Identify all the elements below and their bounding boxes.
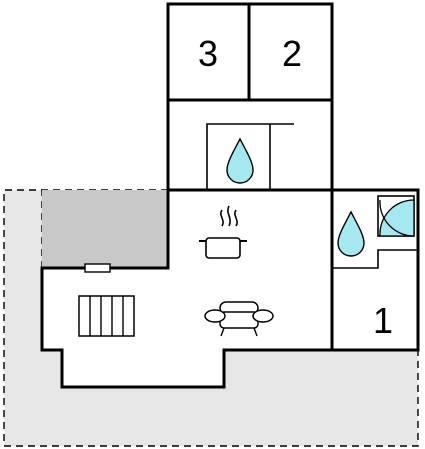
interior-main-fill <box>42 190 332 387</box>
wall-bathroom-partition <box>332 249 418 269</box>
sofa-seat <box>219 311 259 329</box>
sofa-leg <box>220 327 225 337</box>
sofa-icon <box>204 301 274 337</box>
water-drop-icon <box>337 210 365 257</box>
pot-body <box>205 237 241 259</box>
staircase-icon <box>78 295 135 337</box>
shower-quarter <box>379 199 415 237</box>
shower-arc <box>379 199 415 237</box>
radiator-icon <box>84 263 111 273</box>
sofa-arm-right <box>252 309 274 323</box>
terrace-lower-right <box>224 350 418 446</box>
steam-line <box>220 209 224 227</box>
sofa-arm-left <box>204 309 226 323</box>
room-label-3: 3 <box>198 33 218 74</box>
room-label-1: 1 <box>373 300 393 341</box>
room-label-2: 2 <box>282 33 302 74</box>
shower-icon <box>377 195 415 237</box>
steam-line <box>234 209 238 227</box>
sofa-leg <box>253 327 258 337</box>
outer-wall-main <box>40 2 420 389</box>
stair-frame <box>78 295 135 337</box>
wall-inner-bath <box>206 123 294 190</box>
water-drop-icon <box>226 137 254 184</box>
cooking-pot-icon <box>199 205 247 259</box>
steam-line <box>227 205 231 227</box>
walls <box>40 2 420 389</box>
covered-area <box>42 190 168 268</box>
interior-fill <box>42 4 418 387</box>
